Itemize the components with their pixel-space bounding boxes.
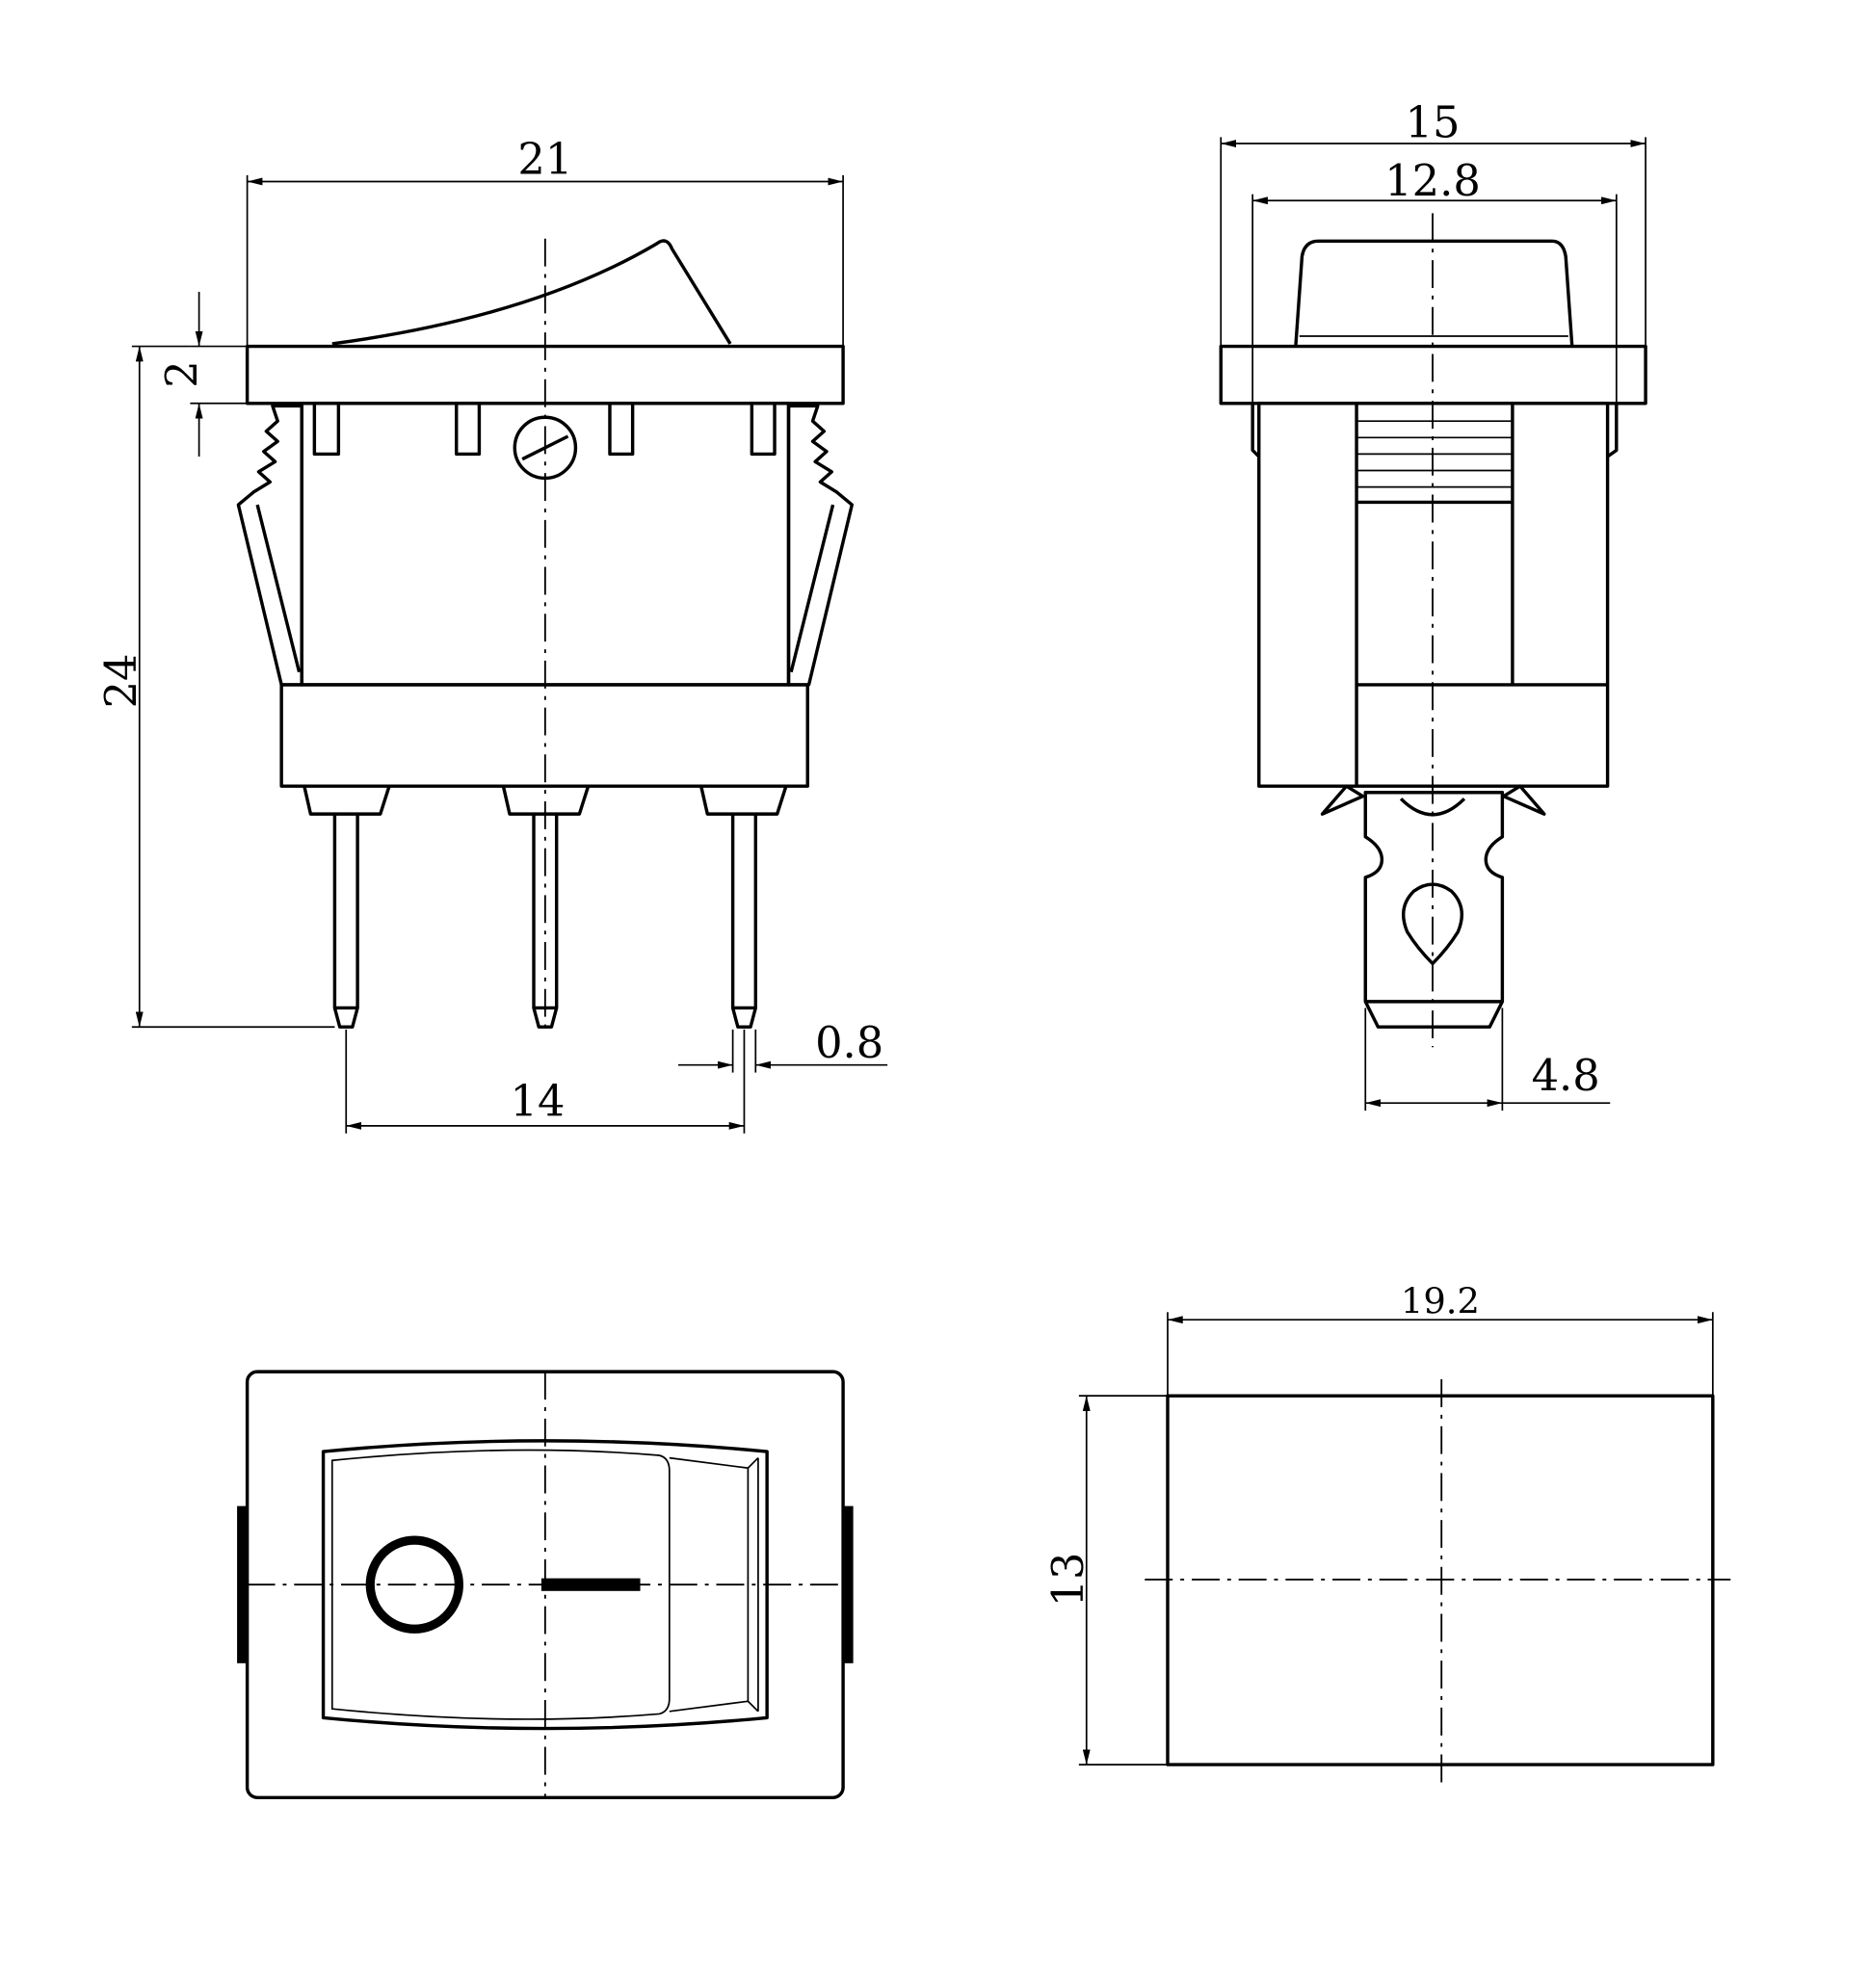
terminal (1363, 791, 1505, 1029)
left-spring-clip (236, 404, 303, 687)
dim-label-21: 21 (517, 134, 572, 185)
dim-label-13: 13 (1042, 1552, 1093, 1607)
side-view: 15 12.8 4.8 (1219, 96, 1647, 1112)
terminal-notch (1399, 798, 1466, 817)
dim-label-12-8: 12.8 (1384, 155, 1481, 206)
right-tab (844, 1505, 854, 1663)
dim-label-19-2: 19.2 (1401, 1281, 1480, 1322)
top-tabs (312, 402, 777, 457)
rocker-face (330, 1449, 671, 1720)
dim-width-21: 21 (246, 134, 844, 347)
dim-label-4-8: 4.8 (1532, 1050, 1600, 1101)
left-tab (237, 1505, 247, 1663)
on-symbol-icon (540, 1578, 641, 1591)
front-view: 21 2 24 14 0.8 (95, 134, 888, 1134)
dim-pin-0-8: 0.8 (678, 1017, 888, 1073)
right-spring-clip (786, 404, 855, 687)
dim-pitch-14: 14 (345, 1029, 746, 1134)
lower-body (279, 683, 809, 788)
off-symbol-icon (365, 1535, 463, 1634)
barbs (1320, 784, 1546, 816)
dim-height-24: 24 (95, 345, 335, 1029)
dim-width-15: 15 (1220, 96, 1646, 347)
rocker-slope (669, 1456, 759, 1713)
rocker-outline (321, 1439, 769, 1731)
dim-label-2: 2 (156, 360, 207, 387)
dim-width-19-2: 19.2 (1167, 1281, 1714, 1397)
side-body (1257, 402, 1610, 788)
terminal-hole (1401, 882, 1464, 966)
rocker-cap (1294, 239, 1574, 347)
dim-label-0-8: 0.8 (815, 1017, 883, 1068)
dim-terminal-4-8: 4.8 (1364, 1007, 1611, 1112)
rivet-screw-icon (513, 415, 578, 481)
panel-cutout: 19.2 13 (1042, 1281, 1731, 1784)
dim-flange-2: 2 (156, 291, 248, 458)
dim-label-24: 24 (95, 653, 146, 708)
ribs (1356, 420, 1513, 505)
top-view (237, 1370, 854, 1800)
dim-label-14: 14 (510, 1075, 565, 1126)
dim-height-13: 13 (1042, 1395, 1168, 1766)
rocker-button (331, 239, 732, 346)
side-clips (1251, 403, 1619, 458)
dim-width-12-8: 12.8 (1251, 155, 1618, 404)
terminal-pins (303, 785, 788, 1029)
dim-label-15: 15 (1406, 96, 1461, 147)
